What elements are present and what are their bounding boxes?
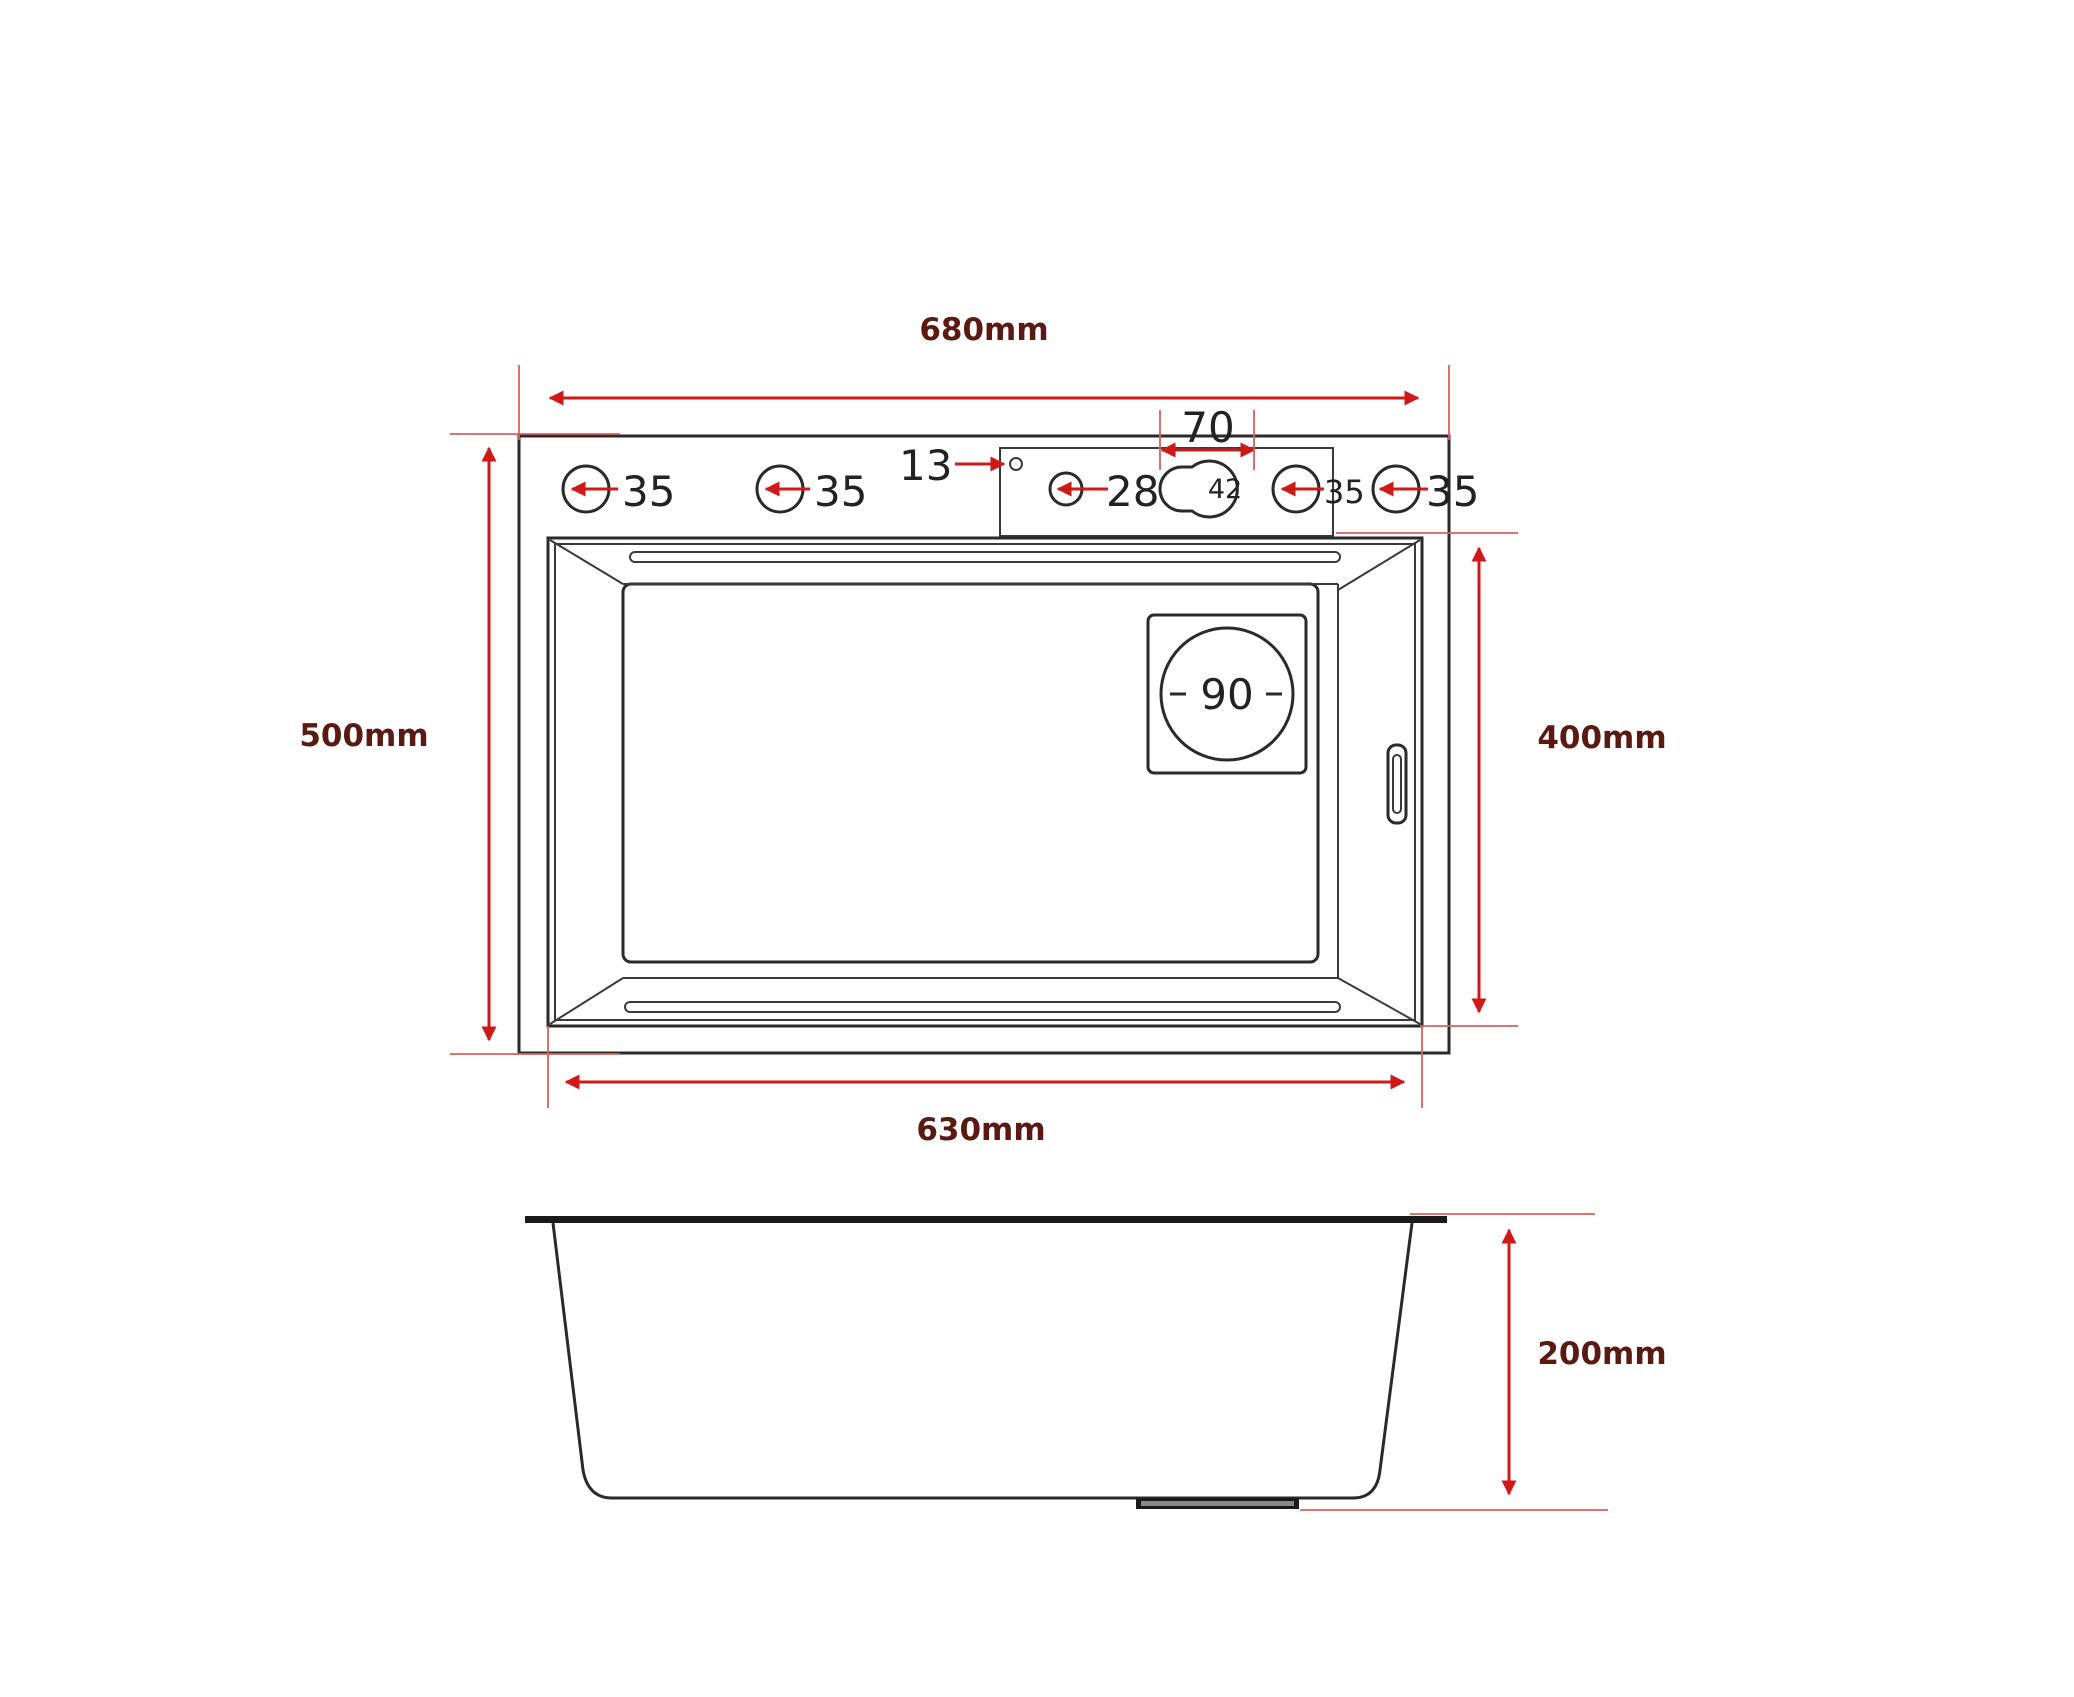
dim-680-label: 680mm — [919, 312, 1048, 348]
bevel-bottom-left — [549, 977, 624, 1025]
basin-inner — [554, 543, 1416, 1021]
hole-3-label: 28 — [1106, 467, 1159, 516]
drain-label: 90 — [1200, 670, 1253, 719]
bevel-top-right — [1337, 539, 1421, 591]
basin-outer — [546, 536, 1424, 1028]
side-bowl — [551, 1222, 1414, 1500]
side-rim — [525, 1216, 1447, 1223]
dim-200-label: 200mm — [1537, 1336, 1666, 1372]
overflow-slot — [1386, 743, 1408, 825]
side-drain-stub-inner — [1141, 1501, 1294, 1506]
waterfall-slot-bottom — [624, 1001, 1341, 1013]
hole-5-label: 35 — [1426, 467, 1479, 516]
keyhole-diameter-label: 42 — [1208, 474, 1242, 505]
hole-3: 28 — [1048, 467, 1159, 516]
keyhole: 70 42 — [1158, 403, 1256, 519]
drain-circle — [1159, 626, 1295, 762]
waterfall-slot-top — [629, 551, 1341, 563]
small-hole-circle — [1009, 457, 1023, 471]
small-hole-label: 13 — [899, 441, 952, 490]
dim-630-label: 630mm — [916, 1112, 1045, 1148]
hole-2-label: 35 — [814, 467, 867, 516]
hole-1-label: 35 — [622, 467, 675, 516]
bevel-top-left — [549, 539, 624, 585]
hole-4: 35 — [1271, 464, 1365, 514]
drain-tray — [1146, 613, 1308, 775]
overflow-slot-inner — [1392, 754, 1402, 814]
keyhole-width-label: 70 — [1181, 403, 1234, 452]
sink-outer-rim — [517, 434, 1451, 1055]
side-view: 200mm — [525, 1213, 1667, 1511]
hole-5: 35 — [1371, 464, 1479, 516]
dim-400-label: 400mm — [1537, 720, 1666, 756]
bevel-bottom-right — [1337, 977, 1421, 1025]
hole-4-label: 35 — [1324, 473, 1365, 511]
hole-1: 35 — [561, 464, 675, 516]
keyhole-shape — [1158, 459, 1239, 519]
hole-2: 35 — [755, 464, 867, 516]
dim-500-label: 500mm — [299, 718, 428, 754]
small-hole: 13 — [899, 441, 1023, 490]
top-view: 90 35 35 13 28 70 — [299, 312, 1666, 1148]
